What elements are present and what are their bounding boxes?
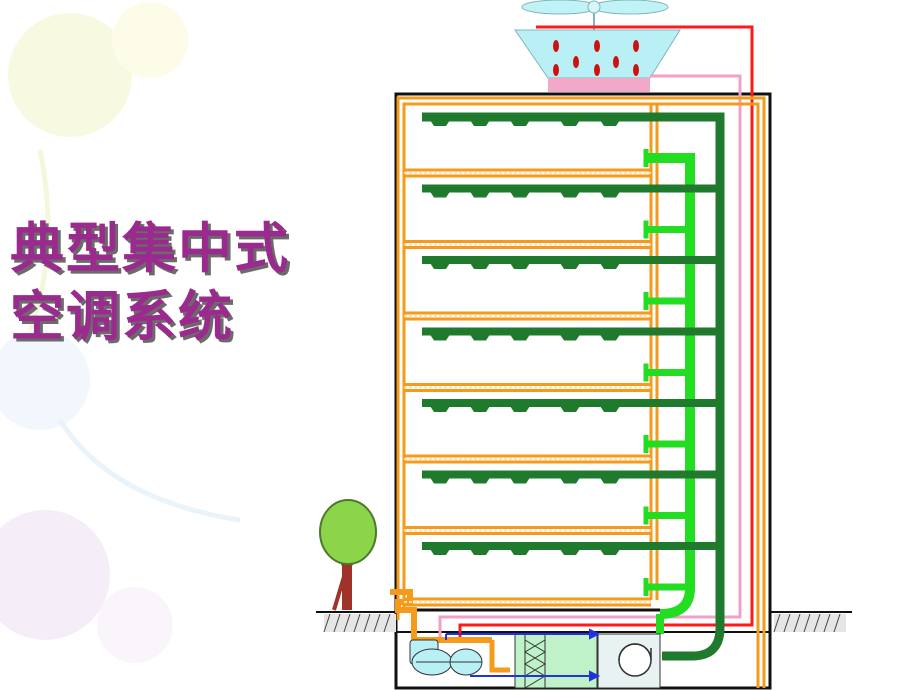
supply-diffuser [600,549,620,555]
supply-diffuser [600,406,620,412]
supply-diffuser [600,191,620,198]
supply-diffuser [600,263,620,269]
supply-diffuser [510,263,530,269]
supply-diffuser [430,549,450,555]
supply-diffuser [470,406,490,412]
supply-diffuser [560,191,580,198]
supply-diffuser [470,549,490,555]
air-handling-unit [514,633,661,689]
supply-diffuser [430,191,450,198]
supply-diffuser [510,406,530,412]
supply-diffuser [510,549,530,555]
supply-diffuser [510,120,530,126]
ground [316,608,852,633]
chilled-water-outer-loop [396,96,766,688]
cooling-tower [514,0,681,92]
supply-diffuser [430,406,450,412]
air-ducts [422,112,725,661]
air-flow-arrows [445,628,601,682]
supply-diffuser [430,263,450,269]
supply-diffuser [430,120,450,126]
title-line-1: 典型集中式 [10,217,290,280]
supply-diffuser [560,549,580,555]
mechanical-room [409,628,661,689]
chilled-water-outer-loop-inner [402,102,760,688]
background-decoration [0,2,241,663]
supply-diffuser [470,120,490,126]
chilled-water-header [390,589,492,643]
condenser-water-return-pipe [438,74,742,640]
supply-diffuser [560,334,580,341]
supply-diffuser [470,334,490,341]
supply-diffuser [600,120,620,126]
supply-diffuser [560,477,580,484]
supply-diffuser [600,334,620,341]
supply-diffuser [470,191,490,198]
supply-diffuser [560,406,580,412]
supply-diffuser [560,120,580,126]
supply-diffuser [560,263,580,269]
supply-diffuser [470,477,490,484]
chilled-water-pipes [390,96,766,688]
supply-diffuser [470,263,490,269]
supply-diffuser [430,334,450,341]
chiller-unit [409,639,483,676]
supply-duct-riser [422,112,725,661]
supply-diffuser [510,477,530,484]
tree [319,499,377,611]
supply-diffuser [510,191,530,198]
title-line-2: 空调系统 [10,285,234,348]
supply-diffuser [430,477,450,484]
supply-diffuser [510,334,530,341]
condenser-water-supply-pipe [458,25,754,640]
supply-diffuser [600,477,620,484]
